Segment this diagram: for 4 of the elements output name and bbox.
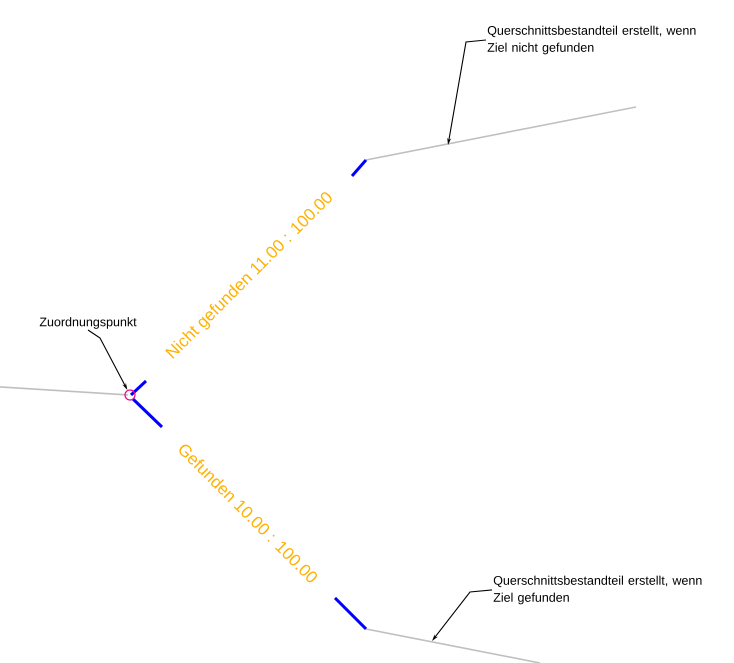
callout-text: Querschnittsbestandteil erstellt, wenn Ziel gefunden [494, 576, 702, 604]
callout-text: Zuordnungspunkt [40, 317, 137, 329]
attachment-point [124, 389, 136, 401]
callout-text: Querschnittsbestandteil erstellt, wenn Ziel nicht gefunden [488, 26, 696, 54]
